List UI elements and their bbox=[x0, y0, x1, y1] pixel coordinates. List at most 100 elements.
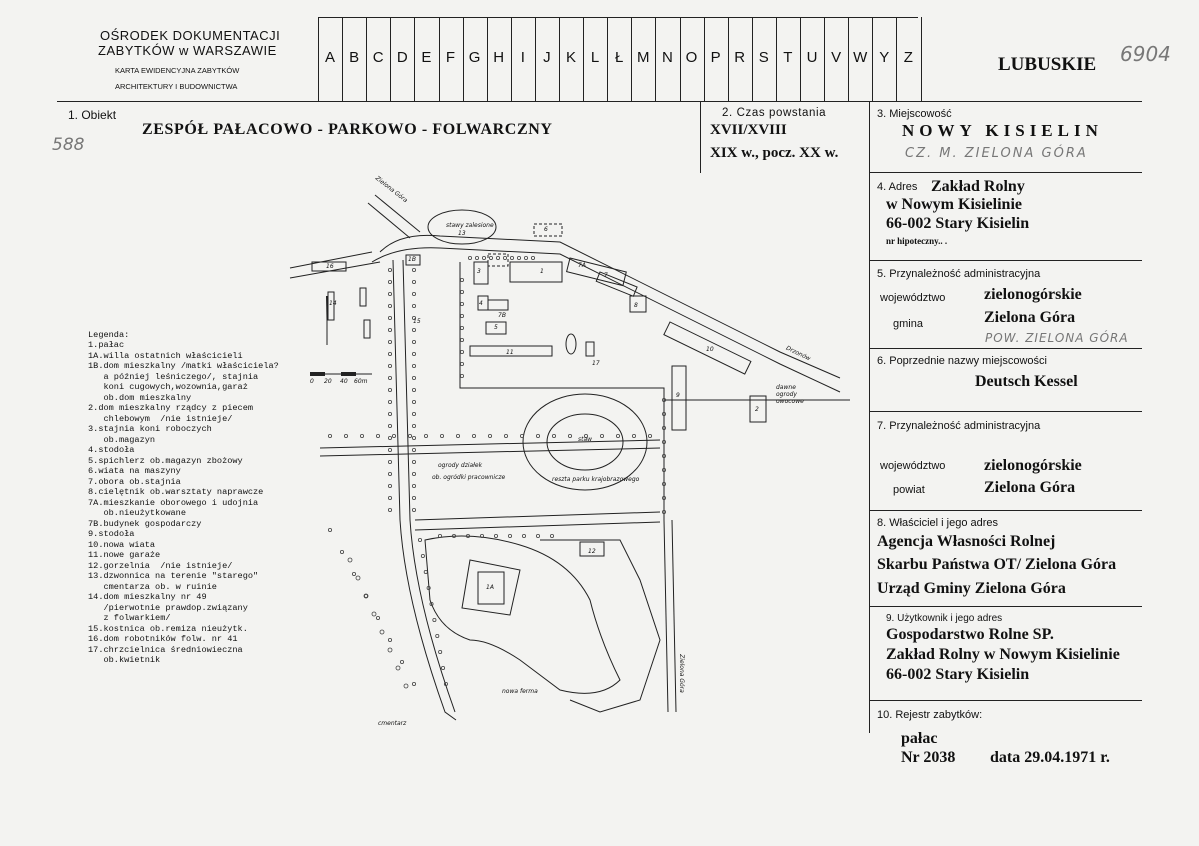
building-number-1B: 1B bbox=[408, 256, 416, 263]
tree-dot bbox=[391, 433, 396, 438]
legend-item: 11.nowe garaże bbox=[88, 550, 161, 560]
tree-dot bbox=[662, 495, 667, 500]
legend-item: 1A.willa ostatnich właścicieli bbox=[88, 350, 243, 361]
tree-dot bbox=[524, 255, 529, 260]
tree-dot bbox=[371, 611, 377, 617]
tree-dot bbox=[550, 534, 555, 539]
building-number-4: 4 bbox=[479, 300, 483, 307]
hand-side-number: 588 bbox=[52, 135, 85, 155]
tree-dot bbox=[411, 327, 416, 332]
legend-item: koni cugowych,wozownia,garaż bbox=[88, 382, 248, 392]
tree-dot bbox=[387, 459, 392, 464]
tree-dot bbox=[387, 315, 392, 320]
building-number-3: 3 bbox=[477, 268, 481, 275]
tree-dot bbox=[411, 507, 416, 512]
letter-cell-9: J bbox=[543, 49, 551, 66]
tree-dot bbox=[411, 267, 416, 272]
region-name: LUBUSKIE bbox=[998, 54, 1097, 75]
building-number-7: 7 bbox=[604, 272, 608, 279]
building-7A bbox=[566, 257, 627, 287]
letter-cell-3: D bbox=[396, 49, 408, 66]
tree-dot bbox=[439, 433, 444, 438]
adres-line3: 66-002 Stary Kisielin bbox=[886, 215, 1030, 232]
tree-dot bbox=[411, 471, 416, 476]
miejscowosc-value: NOWY KISIELIN bbox=[902, 121, 1103, 140]
building-number-1: 1 bbox=[540, 268, 544, 275]
tree-dot bbox=[459, 349, 464, 354]
tree-dot bbox=[522, 534, 527, 539]
tree-dot bbox=[459, 325, 464, 330]
tree-dot bbox=[459, 301, 464, 306]
scale-label: 0 bbox=[310, 378, 314, 385]
legend-item: 7B.budynek gospodarczy bbox=[88, 518, 202, 529]
tree-dot bbox=[387, 435, 392, 440]
tree-dot bbox=[488, 255, 493, 260]
adres-line1: Zakład Rolny bbox=[931, 178, 1025, 195]
tree-dot bbox=[327, 528, 332, 533]
tree-dot bbox=[407, 433, 412, 438]
building-number-16: 16 bbox=[326, 263, 334, 270]
tree-dot bbox=[387, 495, 392, 500]
letter-cell-11: L bbox=[590, 49, 600, 66]
letter-cell-6: G bbox=[468, 49, 481, 66]
legend-item: 14.dom mieszkalny nr 49 bbox=[88, 592, 207, 602]
label-pond-top: stawy zalesione bbox=[446, 222, 494, 229]
tree-dot bbox=[493, 534, 498, 539]
tree-dot bbox=[411, 411, 416, 416]
building-number-9: 9 bbox=[676, 392, 680, 399]
tree-dot bbox=[387, 411, 392, 416]
building-16 bbox=[311, 261, 347, 272]
tree-dot bbox=[387, 399, 392, 404]
letter-cell-23: Y bbox=[879, 49, 890, 66]
tree-dot bbox=[411, 435, 416, 440]
adres-line2: w Nowym Kisielinie bbox=[886, 196, 1022, 213]
tree-dot bbox=[517, 255, 522, 260]
tree-dot bbox=[455, 433, 460, 438]
legend-item: 1B.dom mieszkalny /matki właściciela? bbox=[88, 361, 279, 371]
legend-item: 16.dom robotników folw. nr 41 bbox=[88, 634, 238, 644]
tree-dot bbox=[495, 255, 500, 260]
legend-item: 15.kostnica ob.remiza nieużytk. bbox=[88, 623, 248, 634]
legend-item: ob.magazyn bbox=[88, 434, 156, 445]
building-6 bbox=[533, 223, 563, 237]
tree-dot bbox=[387, 447, 392, 452]
tree-dot bbox=[339, 550, 344, 555]
tree-dot bbox=[387, 507, 392, 512]
przyn2-woj-label: województwo bbox=[880, 460, 946, 472]
legend-item: 7A.mieszkanie oborowego i udojnia bbox=[88, 497, 259, 508]
tree-dot bbox=[423, 570, 428, 575]
tree-dot bbox=[387, 339, 392, 344]
czas-label: 2. Czas powstania bbox=[722, 107, 827, 119]
tree-dot bbox=[509, 255, 514, 260]
pond-trees bbox=[522, 393, 648, 491]
legend-item: 7.obora ob.stajnia bbox=[88, 476, 181, 487]
czas-line1: XVII/XVIII bbox=[710, 122, 787, 138]
legend-item: 5.spichlerz ob.magazyn zbożowy bbox=[88, 455, 243, 466]
letter-cell-24: Z bbox=[903, 49, 913, 66]
tree-dot bbox=[443, 682, 448, 687]
legend-item: 3.stajnia koni roboczych bbox=[88, 424, 212, 434]
tree-dot bbox=[411, 375, 416, 380]
tree-dot bbox=[435, 634, 440, 639]
building-number-17: 17 bbox=[592, 360, 600, 367]
letter-cell-5: F bbox=[445, 49, 456, 66]
tree-dot bbox=[411, 339, 416, 344]
rejestr-nr: Nr 2038 bbox=[901, 749, 956, 766]
building-7 bbox=[595, 271, 638, 297]
wlasciciel-line3: Urząd Gminy Zielona Góra bbox=[877, 580, 1066, 597]
letter-cell-2: C bbox=[372, 49, 384, 66]
villa-plot bbox=[461, 559, 521, 616]
pond bbox=[546, 413, 624, 471]
tree-dot bbox=[387, 363, 392, 368]
tree-dot bbox=[387, 387, 392, 392]
road-to-drzonow-edge bbox=[371, 247, 841, 393]
tree-dot bbox=[387, 351, 392, 356]
tree-dot bbox=[411, 483, 416, 488]
label-pond: staw bbox=[578, 436, 593, 443]
tree-dot bbox=[387, 375, 392, 380]
tree-dot bbox=[411, 495, 416, 500]
letter-cell-14: N bbox=[661, 49, 673, 66]
tree-dot bbox=[429, 602, 434, 607]
tree-dot bbox=[662, 439, 667, 444]
